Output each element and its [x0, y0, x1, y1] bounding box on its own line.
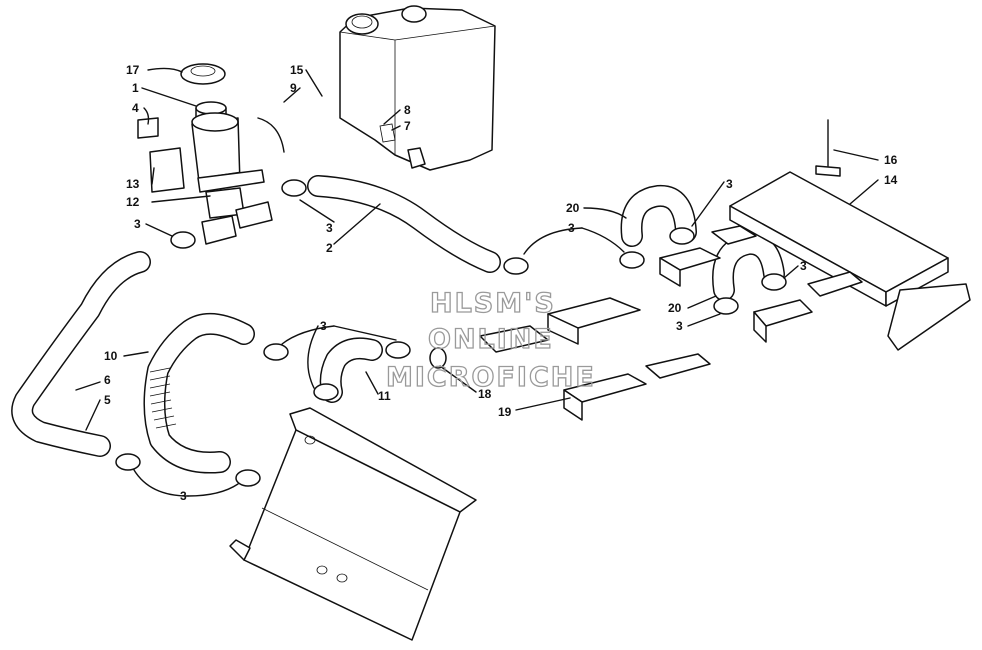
upper-hose: [307, 175, 501, 273]
callout-3: 3: [326, 221, 333, 235]
callout-15: 15: [290, 63, 304, 77]
clamp-icon: [713, 297, 739, 315]
callout-9: 9: [290, 81, 297, 95]
callout-6: 6: [104, 373, 111, 387]
hose-clamp-strap: [197, 169, 265, 193]
clamp-icon: [761, 273, 787, 291]
watermark-line-2: ONLINE: [428, 324, 554, 355]
callout-12: 12: [126, 195, 140, 209]
elbow-hose: [319, 337, 383, 403]
callout-7: 7: [404, 119, 411, 133]
callout-18: 18: [478, 387, 492, 401]
decal: [137, 117, 159, 139]
callout-3: 3: [800, 259, 807, 273]
callout-17: 17: [126, 63, 140, 77]
warning-label: [149, 147, 185, 193]
callout-13: 13: [126, 177, 140, 191]
corrugated-hose: [143, 313, 255, 474]
hose-clamps: [115, 179, 787, 487]
callout-labels: 17 1 4 13 12 3 15 9 8 7 3 2 20 3 3 16 14…: [104, 63, 898, 503]
watermark-line-1: HLSM'S: [430, 288, 556, 319]
callout-20: 20: [668, 301, 682, 315]
radiator-cap: [180, 63, 226, 85]
clamp-icon: [235, 469, 261, 487]
lower-shield: [229, 407, 477, 641]
callout-14: 14: [884, 173, 898, 187]
clamp-icon: [170, 231, 196, 249]
callout-19: 19: [498, 405, 512, 419]
cap-16: [815, 165, 841, 177]
clamp-icon: [263, 343, 289, 361]
callout-16: 16: [884, 153, 898, 167]
callout-3: 3: [134, 217, 141, 231]
filler-neck-assembly: [137, 63, 285, 245]
clamp-icon: [313, 383, 339, 401]
callout-3: 3: [180, 489, 187, 503]
callout-5: 5: [104, 393, 111, 407]
callout-11: 11: [378, 389, 391, 403]
callout-3: 3: [568, 221, 575, 235]
callout-10: 10: [104, 349, 118, 363]
callout-4: 4: [132, 101, 139, 115]
callout-3: 3: [676, 319, 683, 333]
cooler-blocks: [479, 225, 863, 421]
callout-3: 3: [726, 177, 733, 191]
u-hoses: [620, 184, 785, 301]
clamp-icon: [619, 251, 645, 269]
clamp-icon: [385, 341, 411, 359]
callout-2: 2: [326, 241, 333, 255]
clamp-icon: [503, 257, 529, 275]
callout-1: 1: [132, 81, 139, 95]
clamp-icon: [281, 179, 307, 197]
lower-left-hose: [11, 251, 151, 457]
clamp-icon: [669, 227, 695, 245]
callout-20: 20: [566, 201, 580, 215]
callout-8: 8: [404, 103, 411, 117]
callout-3: 3: [320, 319, 327, 333]
leader-lines: [75, 67, 879, 497]
clamp-icon: [115, 453, 141, 471]
watermark-line-3: MICROFICHE: [386, 362, 596, 393]
watermark: HLSM'S ONLINE MICROFICHE: [385, 287, 596, 393]
coolant-reservoir: [339, 5, 496, 171]
coupler-18: [429, 347, 447, 369]
